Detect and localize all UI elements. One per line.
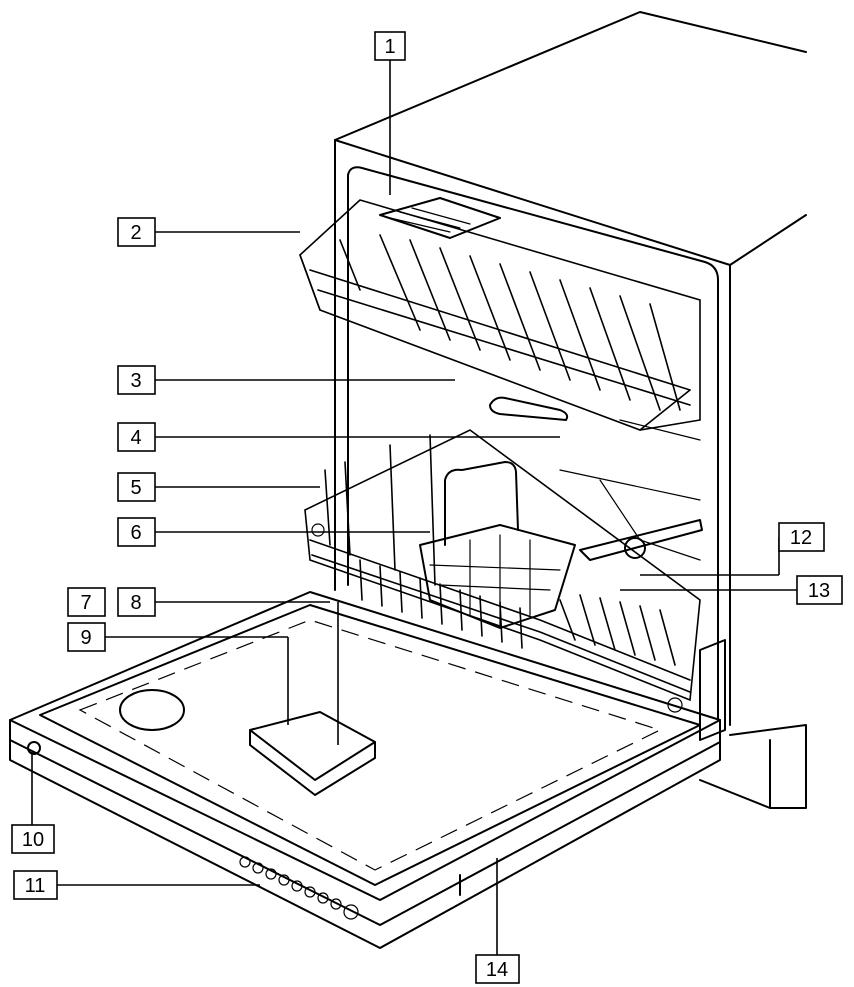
callout-label-13: 13 <box>808 580 830 602</box>
callout-label-1: 1 <box>384 36 395 58</box>
callout-14: 14 <box>475 954 520 984</box>
callout-label-12: 12 <box>790 527 812 549</box>
callout-label-4: 4 <box>130 427 141 449</box>
callout-label-8: 8 <box>130 592 141 614</box>
callout-9: 9 <box>67 622 106 652</box>
callout-label-7: 7 <box>80 592 91 614</box>
callout-label-10: 10 <box>22 829 44 851</box>
callout-12: 12 <box>778 522 825 552</box>
upper-spray-arm <box>489 396 569 421</box>
dishwasher-body <box>334 11 807 809</box>
lower-spray-arm <box>579 519 703 561</box>
callout-label-9: 9 <box>80 627 91 649</box>
cutlery-basket <box>419 461 576 629</box>
callout-3: 3 <box>117 365 156 395</box>
callout-11: 11 <box>13 870 58 900</box>
control-panel <box>239 856 359 920</box>
leader-lines <box>31 60 797 955</box>
upper-rack <box>299 197 701 431</box>
door-hinge <box>699 639 726 741</box>
callout-label-3: 3 <box>130 370 141 392</box>
callout-7: 7 <box>67 587 106 617</box>
callout-10: 10 <box>11 824 55 854</box>
callout-8: 8 <box>117 587 156 617</box>
callout-5: 5 <box>117 472 156 502</box>
lower-rack <box>304 429 701 713</box>
power-button-icon <box>27 741 41 755</box>
callout-label-5: 5 <box>130 477 141 499</box>
callout-label-6: 6 <box>130 522 141 544</box>
callout-13: 13 <box>796 575 843 605</box>
callout-2: 2 <box>117 217 156 247</box>
callout-6: 6 <box>117 517 156 547</box>
callout-label-11: 11 <box>25 875 46 897</box>
callout-label-14: 14 <box>486 959 508 981</box>
callout-4: 4 <box>117 422 156 452</box>
callout-1: 1 <box>374 31 406 61</box>
callout-label-2: 2 <box>130 222 141 244</box>
